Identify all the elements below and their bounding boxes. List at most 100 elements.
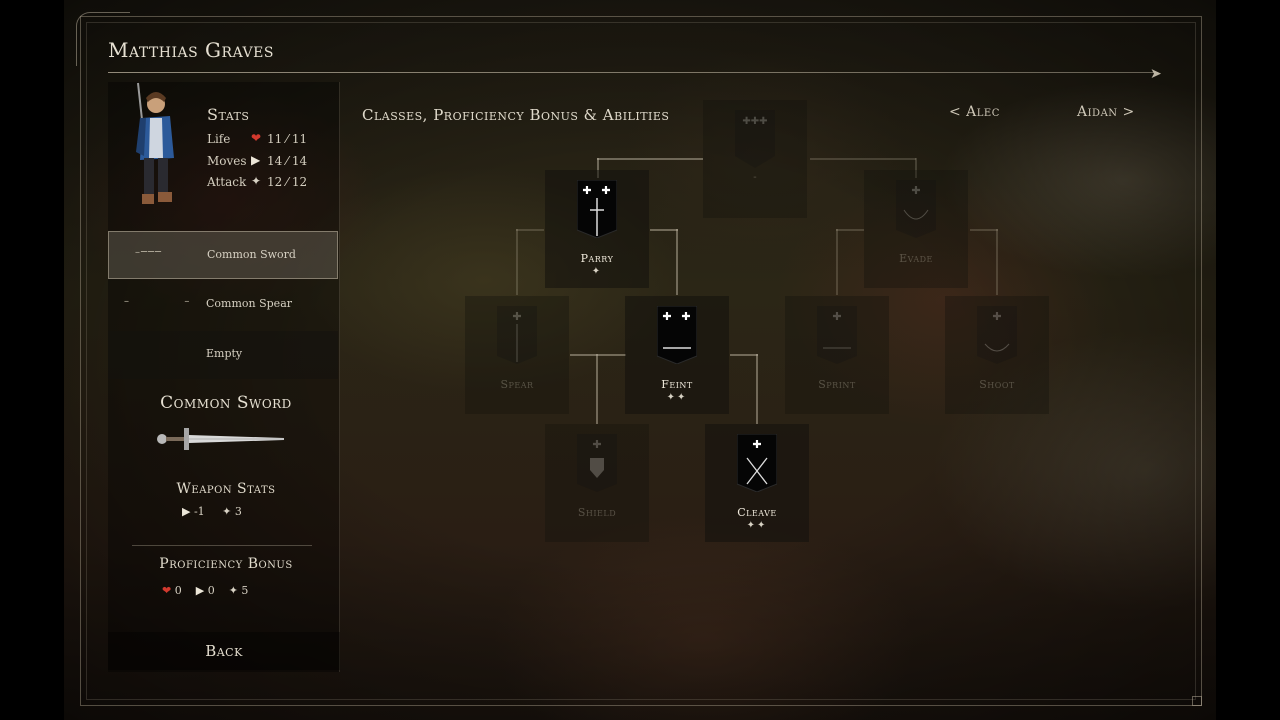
node-name: Sprint [818,378,856,391]
banner-icon: ✚ [497,306,537,364]
header-rule [108,72,1158,73]
proficiency-moves: 0 [207,584,215,597]
connector [650,229,678,231]
connector [756,354,758,424]
svg-text:✚: ✚ [752,438,761,451]
letterbox-right [1216,0,1280,720]
sword-thumb-icon: –─── [135,247,163,258]
ability-node-parry[interactable]: ✚ ✚ Parry ✦ [545,170,649,288]
banner-icon: ✚ [737,434,777,492]
next-character-button[interactable]: Aidan > [1077,104,1135,120]
character-portrait [136,82,174,204]
ability-node-sprint[interactable]: ✚ Sprint [785,296,889,414]
divider [132,545,312,546]
corner-ornament-bottom [1192,696,1202,706]
weapon-stats-title: Weapon Stats [176,481,276,497]
banner-icon: ✚ [817,306,857,364]
node-name: Evade [899,252,933,265]
connector [597,158,599,178]
weapon-attack-mod: 3 [234,505,242,518]
stat-attack-value: 12 ⁄ 12 [267,175,308,189]
prev-character-button[interactable]: < Alec [949,104,1000,120]
node-background [864,170,968,288]
slot-common-sword[interactable]: –─── Common Sword [108,231,338,279]
sword-icon: ✦ [228,584,238,597]
ability-node-cleave[interactable]: ✚ Cleave ✦✦ [705,424,809,542]
stat-moves-value: 14 ⁄ 14 [267,154,308,168]
proficiency-row: ❤ 0 ▶ 0 ✦ 5 [162,584,248,597]
slot-label: Common Spear [206,297,293,310]
sword-image [157,428,284,450]
node-background [785,296,889,414]
node-name: Cleave [737,506,777,519]
svg-text:✚: ✚ [681,310,690,323]
connector [516,229,518,295]
node-name: Shield [577,506,617,519]
banner-icon: ✚ [577,434,617,492]
ability-node-spear[interactable]: ✚ Spear [465,296,569,414]
sword-icon: ✦ [251,174,262,188]
stat-moves-label: Moves [207,154,247,168]
svg-text:✚: ✚ [911,184,920,197]
stat-attack-label: Attack [207,175,247,189]
node-cost-sword-icon: ✦✦ [746,520,768,531]
node-name: - [753,172,757,183]
node-name: Spear [500,378,534,391]
node-name: Shoot [979,378,1015,391]
tree-title: Classes, Proficiency Bonus & Abilities [362,106,670,124]
node-background [945,296,1049,414]
ability-node-shield[interactable]: ✚ Shield [545,424,649,542]
corner-ornament [76,12,130,66]
node-cost-sword-icon: ✦ [591,266,603,277]
svg-text:✚✚✚: ✚✚✚ [742,116,767,127]
weapon-stats-row: ▶ -1 ✦ 3 [182,505,242,518]
banner-icon: ✚ [977,306,1017,364]
slot-common-spear[interactable]: – – Common Spear [108,281,338,329]
svg-text:✚: ✚ [592,438,601,451]
weapon-name: Common Sword [160,393,292,413]
svg-text:✚: ✚ [992,310,1001,323]
connector [836,229,838,295]
proficiency-life: 0 [174,584,182,597]
arrow-icon: ▶ [195,584,205,597]
ability-node-feint[interactable]: ✚ ✚ Feint ✦✦ [625,296,729,414]
svg-text:✚: ✚ [662,310,671,323]
connector [597,158,703,160]
connector [836,229,864,231]
connector [570,354,626,356]
banner-icon: ✚ ✚ [577,180,617,238]
ability-node-evade[interactable]: ✚ Evade [864,170,968,288]
arrow-icon: ▶ [251,153,261,167]
heart-icon: ❤ [162,584,172,597]
back-button[interactable]: Back [108,632,340,670]
stats-title: Stats [207,105,250,124]
ability-node-shoot[interactable]: ✚ Shoot [945,296,1049,414]
weapon-moves-mod: -1 [193,505,205,518]
sword-icon: ✦ [222,505,232,518]
slot-label: Common Sword [207,248,296,261]
connector [996,229,998,295]
connector [810,158,916,160]
svg-text:✚: ✚ [601,184,610,197]
node-background [703,100,807,218]
stat-life-value: 11 ⁄ 11 [267,132,308,146]
slot-label: Empty [206,347,243,360]
connector [970,229,998,231]
svg-text:✚: ✚ [582,184,591,197]
rule-arrow-icon: ➤ [1150,66,1162,82]
slot-empty[interactable]: Empty [108,331,338,379]
arrow-icon: ▶ [182,505,191,518]
node-background [545,424,649,542]
node-name: Parry [580,252,614,265]
character-name: Matthias Graves [108,38,274,62]
connector [915,158,917,178]
banner-icon: ✚ ✚ [657,306,697,364]
connector [676,229,678,295]
connector [516,229,544,231]
proficiency-title: Proficiency Bonus [159,556,293,572]
connector [730,354,758,356]
node-name: Feint [661,378,693,391]
spear-thumb-icon: – – [124,296,191,307]
heart-icon: ❤ [251,131,262,145]
ability-node-top[interactable]: ✚✚✚ - [703,100,807,218]
